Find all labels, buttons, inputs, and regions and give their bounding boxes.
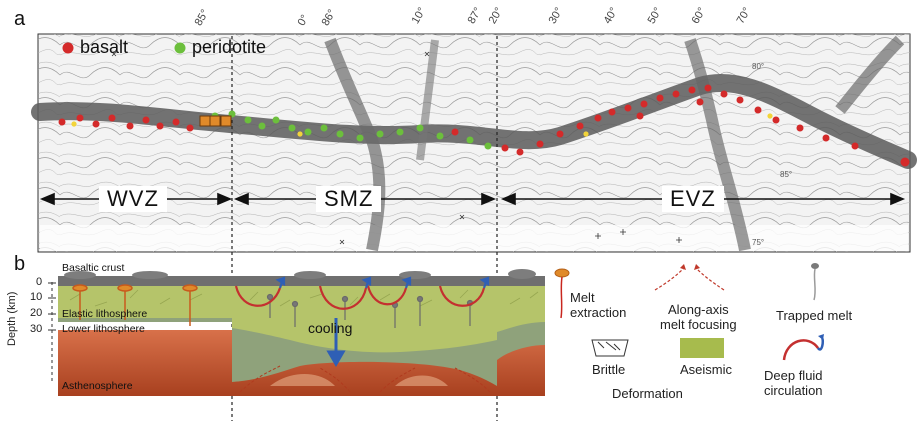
melt-extraction-marks: [72, 284, 198, 326]
panel-a-letter: a: [14, 8, 26, 30]
legend-brittle-label: Brittle: [592, 362, 626, 377]
legend-deep-fluid-label: Deep fluid circulation: [764, 368, 823, 398]
legend-brittle-icon: [591, 339, 629, 357]
layer-label-elastic: Elastic lithosphere: [62, 308, 148, 320]
legend-melt-extraction-label: Melt extraction: [570, 290, 627, 320]
legend-along-axis-icon: [654, 264, 725, 291]
basalt-legend-dot: [62, 42, 74, 54]
basaltic-crust-layer: [58, 276, 545, 286]
legend-trapped-melt-label: Trapped melt: [776, 308, 853, 323]
zone-label-wvz: WVZ: [99, 186, 167, 212]
zone-label-evz: EVZ: [662, 186, 724, 212]
grid-label: 75°: [752, 238, 765, 247]
depth-tick: 10: [30, 291, 43, 303]
legend-aseismic-label: Aseismic: [680, 362, 733, 377]
legend-along-axis-label: Along-axis melt focusing: [660, 302, 737, 332]
legend-melt-extraction-icon: [554, 268, 570, 319]
legend-deformation-label: Deformation: [612, 386, 683, 401]
zone-label-smz: SMZ: [316, 186, 382, 212]
depth-tick: 20: [30, 307, 43, 319]
depth-axis: [48, 282, 56, 384]
legend-deep-fluid-icon: [782, 334, 825, 361]
depth-tick: 30: [30, 323, 43, 335]
layer-label-crust: Basaltic crust: [62, 262, 125, 274]
basalt-legend-label: basalt: [80, 37, 129, 57]
layer-label-lower: Lower lithosphere: [62, 323, 145, 335]
grid-label: 80°: [752, 62, 765, 71]
legend-aseismic-swatch: [680, 338, 724, 358]
depth-axis-label: Depth (km): [6, 291, 18, 346]
depth-tick: 0: [36, 276, 43, 288]
cooling-label: cooling: [308, 320, 353, 336]
peridotite-legend-label: peridotite: [192, 37, 267, 57]
layer-label-asthenosphere: Asthenosphere: [62, 380, 133, 392]
legend-trapped-melt-icon: [811, 263, 819, 301]
basalt-samples: [58, 84, 910, 167]
elastic-lithosphere-layer: [58, 282, 545, 353]
cooling-arrow: [326, 318, 346, 367]
panel-b-letter: b: [14, 253, 26, 275]
grid-label: 85°: [780, 170, 793, 179]
peridotite-legend-dot: [174, 42, 186, 54]
